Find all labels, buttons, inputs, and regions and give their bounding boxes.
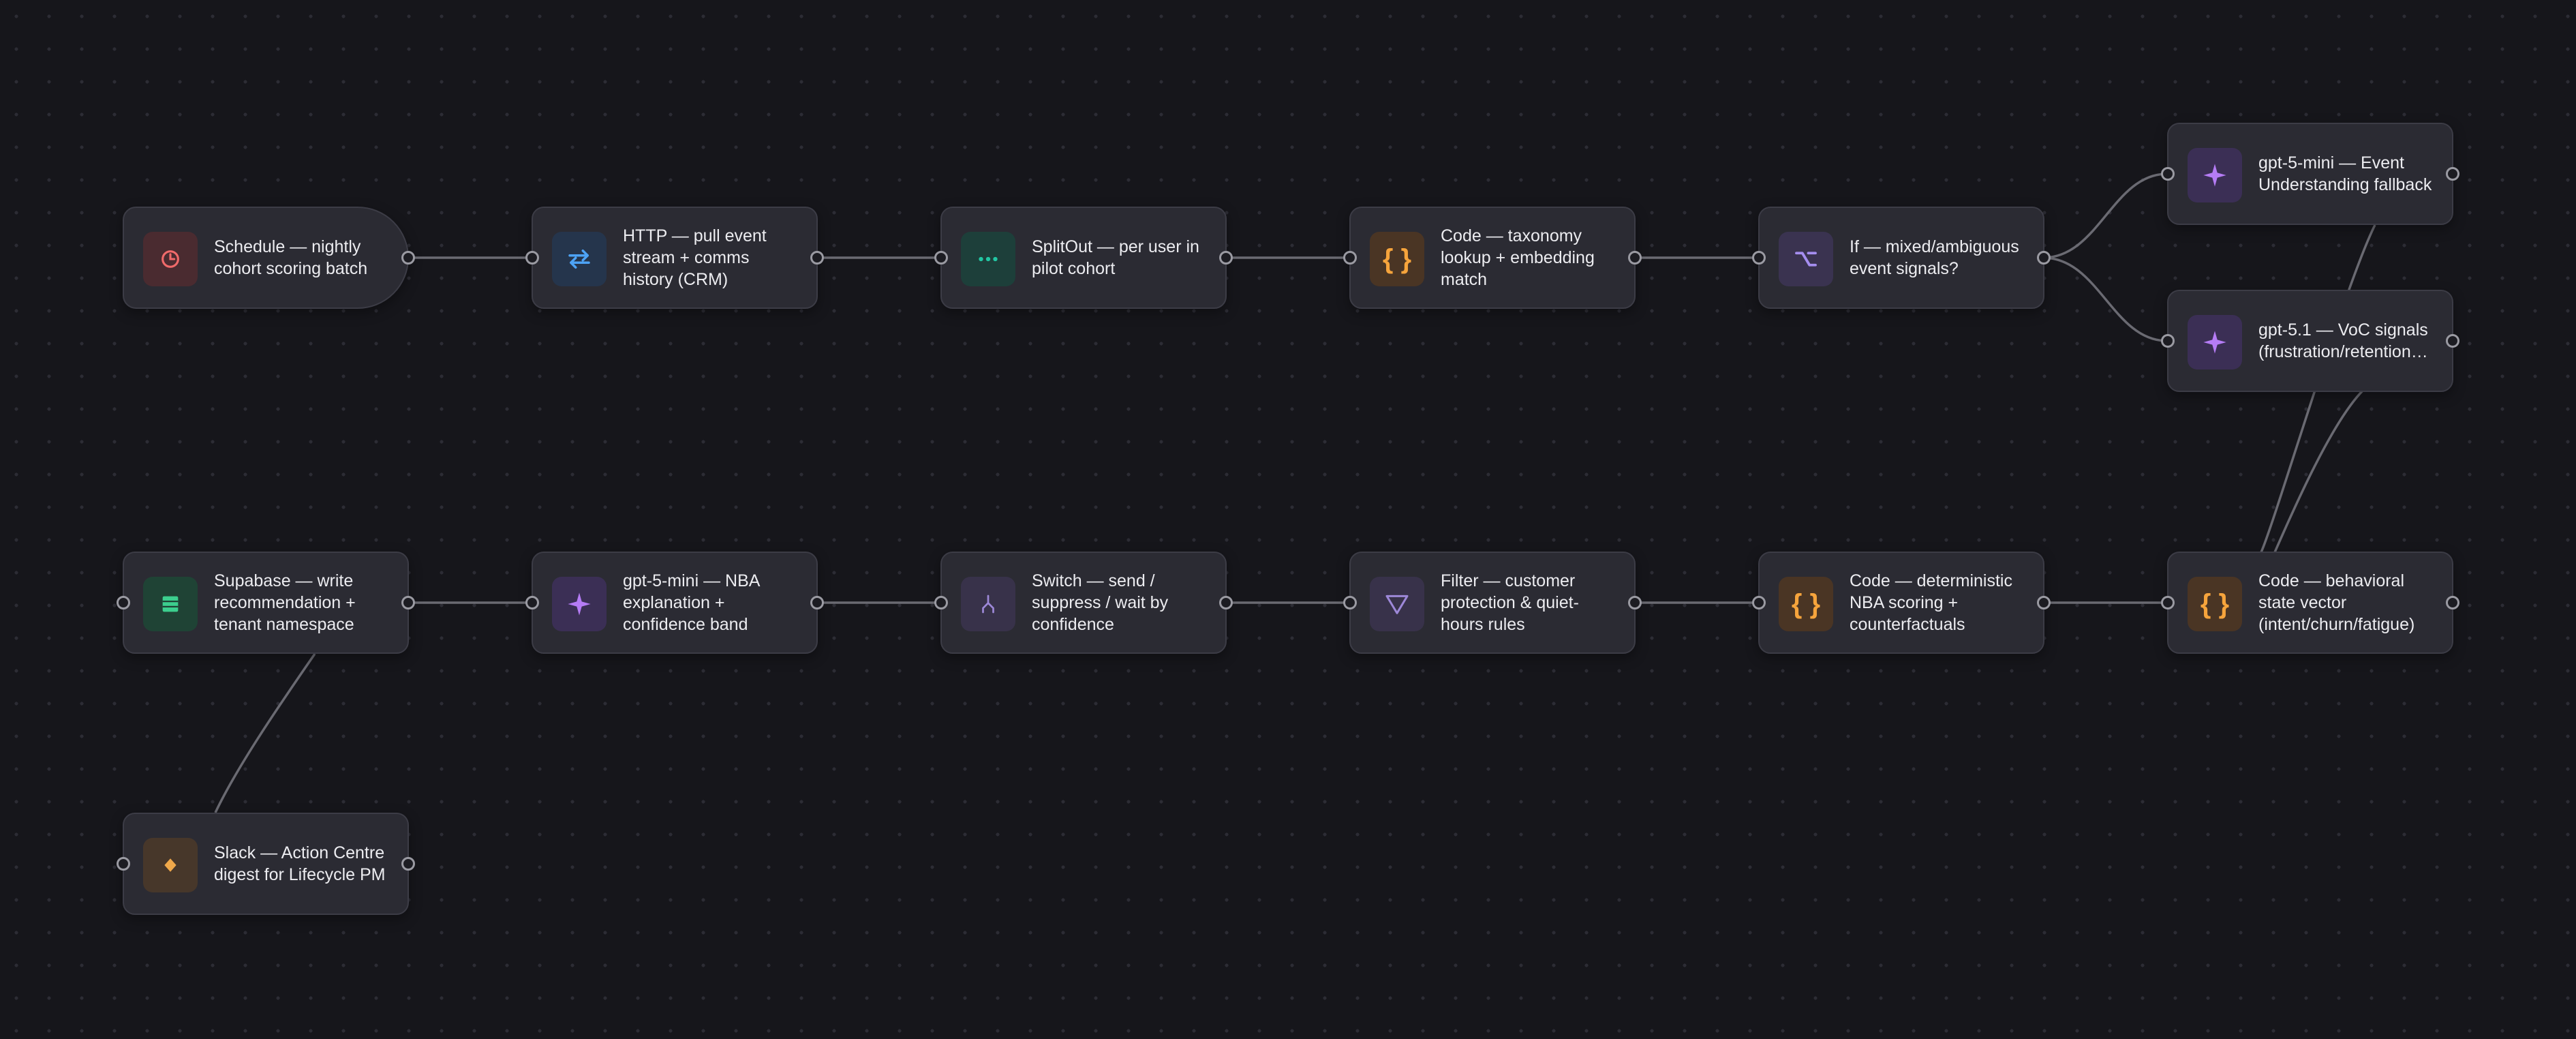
node-label: gpt-5.1 — VoC signals (frustration/reten… [2258,320,2428,361]
sparkle-icon [552,577,607,631]
node-label: SplitOut — per user in pilot cohort [1032,237,1199,278]
output-port[interactable] [810,596,824,609]
sparkle-icon [2188,148,2242,202]
arrows-exchange-icon [552,232,607,286]
connection-gpt51-voc-code-behavioral [2273,389,2365,553]
node-filter[interactable]: Filter — customer protection & quiet-hou… [1343,552,1642,654]
node-label: gpt-5-mini — Event Understanding fallbac… [2258,153,2432,194]
dots-icon [961,232,1015,286]
node-if-mixed[interactable]: If — mixed/ambiguous event signals? [1752,207,2051,309]
input-port[interactable] [117,857,130,871]
switch-icon [961,577,1015,631]
node-label: Filter — customer protection & quiet-hou… [1441,571,1579,634]
node-schedule[interactable]: Schedule — nightly cohort scoring batch [123,207,415,309]
node-label: Code — behavioral state vector (intent/c… [2258,571,2415,634]
node-label: Schedule — nightly cohort scoring batch [214,237,368,278]
output-port[interactable] [2446,167,2459,181]
output-port[interactable] [1219,596,1233,609]
input-port[interactable] [1752,596,1766,609]
output-port[interactable] [401,857,415,871]
input-port[interactable] [2161,596,2175,609]
input-port[interactable] [525,596,539,609]
braces-icon: { } [2188,577,2242,631]
node-gpt5mini-nba[interactable]: gpt-5-mini — NBA explanation + confidenc… [525,552,824,654]
output-port[interactable] [2446,334,2459,348]
node-label: Supabase — write recommendation + tenant… [214,571,356,634]
input-port[interactable] [1343,596,1357,609]
output-port[interactable] [1628,596,1642,609]
output-port[interactable] [1628,251,1642,265]
node-splitout[interactable]: SplitOut — per user in pilot cohort [934,207,1233,309]
connection-supabase-slack [214,653,316,813]
node-http[interactable]: HTTP — pull event stream + comms history… [525,207,824,309]
node-gpt51-voc[interactable]: gpt-5.1 — VoC signals (frustration/reten… [2161,290,2459,392]
slack-icon [143,838,198,892]
output-port[interactable] [1219,251,1233,265]
node-label: If — mixed/ambiguous event signals? [1850,237,2019,278]
node-gpt5mini-event[interactable]: gpt-5-mini — Event Understanding fallbac… [2161,123,2459,225]
braces-icon: { } [1779,577,1833,631]
node-slack[interactable]: Slack — Action Centre digest for Lifecyc… [117,813,415,915]
input-port[interactable] [2161,167,2175,181]
node-supabase[interactable]: Supabase — write recommendation + tenant… [117,552,415,654]
input-port[interactable] [1343,251,1357,265]
node-label: HTTP — pull event stream + comms history… [623,226,767,289]
output-port[interactable] [2037,596,2051,609]
output-port[interactable] [2446,596,2459,609]
node-code-behavioral[interactable]: { } Code — behavioral state vector (inte… [2161,552,2459,654]
input-port[interactable] [117,596,130,609]
node-code-nba[interactable]: { } Code — deterministic NBA scoring + c… [1752,552,2051,654]
node-label: Slack — Action Centre digest for Lifecyc… [214,843,386,884]
funnel-icon [1370,577,1424,631]
input-port[interactable] [934,596,948,609]
branch-icon [1779,232,1833,286]
sparkle-icon [2188,315,2242,370]
braces-icon: { } [1370,232,1424,286]
output-port[interactable] [2037,251,2051,265]
database-icon [143,577,198,631]
node-switch[interactable]: Switch — send / suppress / wait by confi… [934,552,1233,654]
output-port[interactable] [401,251,415,265]
clock-icon [143,232,198,286]
output-port[interactable] [810,251,824,265]
input-port[interactable] [1752,251,1766,265]
connection-gpt5mini-event-code-behavioral [2260,224,2376,553]
input-port[interactable] [934,251,948,265]
node-label: gpt-5-mini — NBA explanation + confidenc… [623,571,760,634]
input-port[interactable] [2161,334,2175,348]
node-label: Switch — send / suppress / wait by confi… [1032,571,1169,634]
connection-if-gpt5mini-event [2042,172,2168,259]
output-port[interactable] [401,596,415,609]
node-code-taxonomy[interactable]: { } Code — taxonomy lookup + embedding m… [1343,207,1642,309]
input-port[interactable] [525,251,539,265]
connection-if-gpt51-voc [2042,256,2168,342]
node-label: Code — taxonomy lookup + embedding match [1441,226,1595,289]
node-label: Code — deterministic NBA scoring + count… [1850,571,2012,634]
